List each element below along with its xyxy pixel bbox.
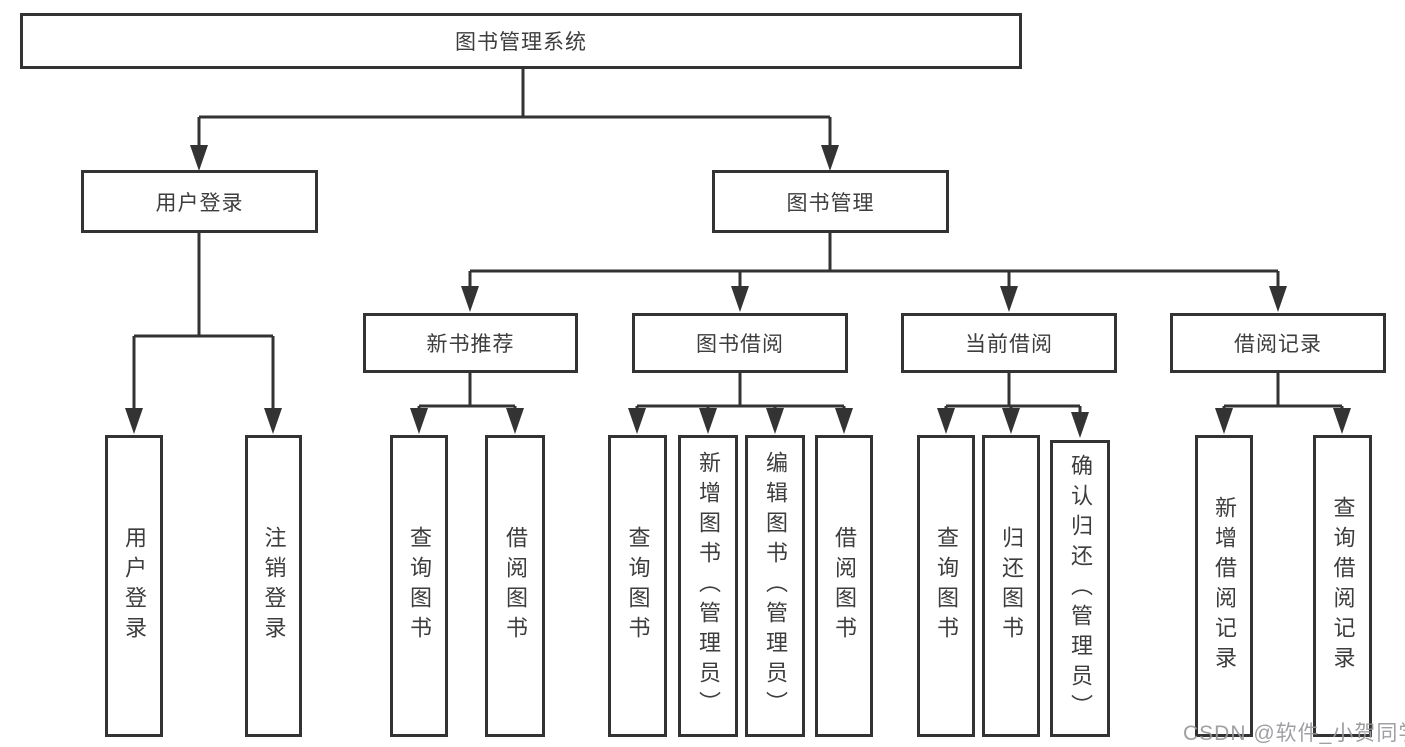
node-book-management: 图书管理 xyxy=(712,170,949,233)
node-label: 归还图书 xyxy=(999,526,1024,646)
watermark: CSDN @软件_小贺同学 xyxy=(1183,722,1405,745)
node-label: 借阅图书 xyxy=(503,526,528,646)
node-add-borrow-record: 新增借阅记录 xyxy=(1195,435,1253,737)
node-label: 注销登录 xyxy=(261,526,287,646)
node-return-books: 归还图书 xyxy=(982,435,1040,737)
node-label: 新增图书（管理员） xyxy=(696,451,721,721)
node-library-management-system: 图书管理系统 xyxy=(20,13,1022,69)
node-query-borrow-record: 查询借阅记录 xyxy=(1313,435,1372,737)
node-query-books-recommend: 查询图书 xyxy=(390,435,448,737)
node-user-login-leaf: 用户登录 xyxy=(105,435,163,737)
node-label: 用户登录 xyxy=(122,526,147,646)
node-logout: 注销登录 xyxy=(245,435,302,737)
node-borrow-books-borrowing: 借阅图书 xyxy=(815,435,873,737)
node-borrow-books-recommend: 借阅图书 xyxy=(485,435,545,737)
node-add-books-admin: 新增图书（管理员） xyxy=(678,435,738,737)
node-label: 查询图书 xyxy=(625,526,651,646)
node-edit-books-admin: 编辑图书（管理员） xyxy=(745,435,805,737)
node-label: 查询借阅记录 xyxy=(1330,496,1356,676)
arrowheads xyxy=(125,145,1351,438)
node-confirm-return-admin: 确认归还（管理员） xyxy=(1050,440,1110,737)
node-new-book-recommendation: 新书推荐 xyxy=(363,313,578,373)
node-book-borrowing: 图书借阅 xyxy=(632,313,848,373)
node-borrowing-records: 借阅记录 xyxy=(1170,313,1386,373)
node-label: 查询图书 xyxy=(407,526,432,646)
node-user-login: 用户登录 xyxy=(81,170,318,233)
node-label: 确认归还（管理员） xyxy=(1068,453,1093,724)
node-label: 查询图书 xyxy=(934,526,959,646)
node-query-books-current: 查询图书 xyxy=(917,435,975,737)
node-query-books-borrowing: 查询图书 xyxy=(608,435,667,737)
node-label: 新增借阅记录 xyxy=(1212,496,1237,676)
node-label: 借阅图书 xyxy=(832,526,857,646)
node-current-borrowing: 当前借阅 xyxy=(901,313,1117,373)
node-label: 编辑图书（管理员） xyxy=(763,451,788,721)
